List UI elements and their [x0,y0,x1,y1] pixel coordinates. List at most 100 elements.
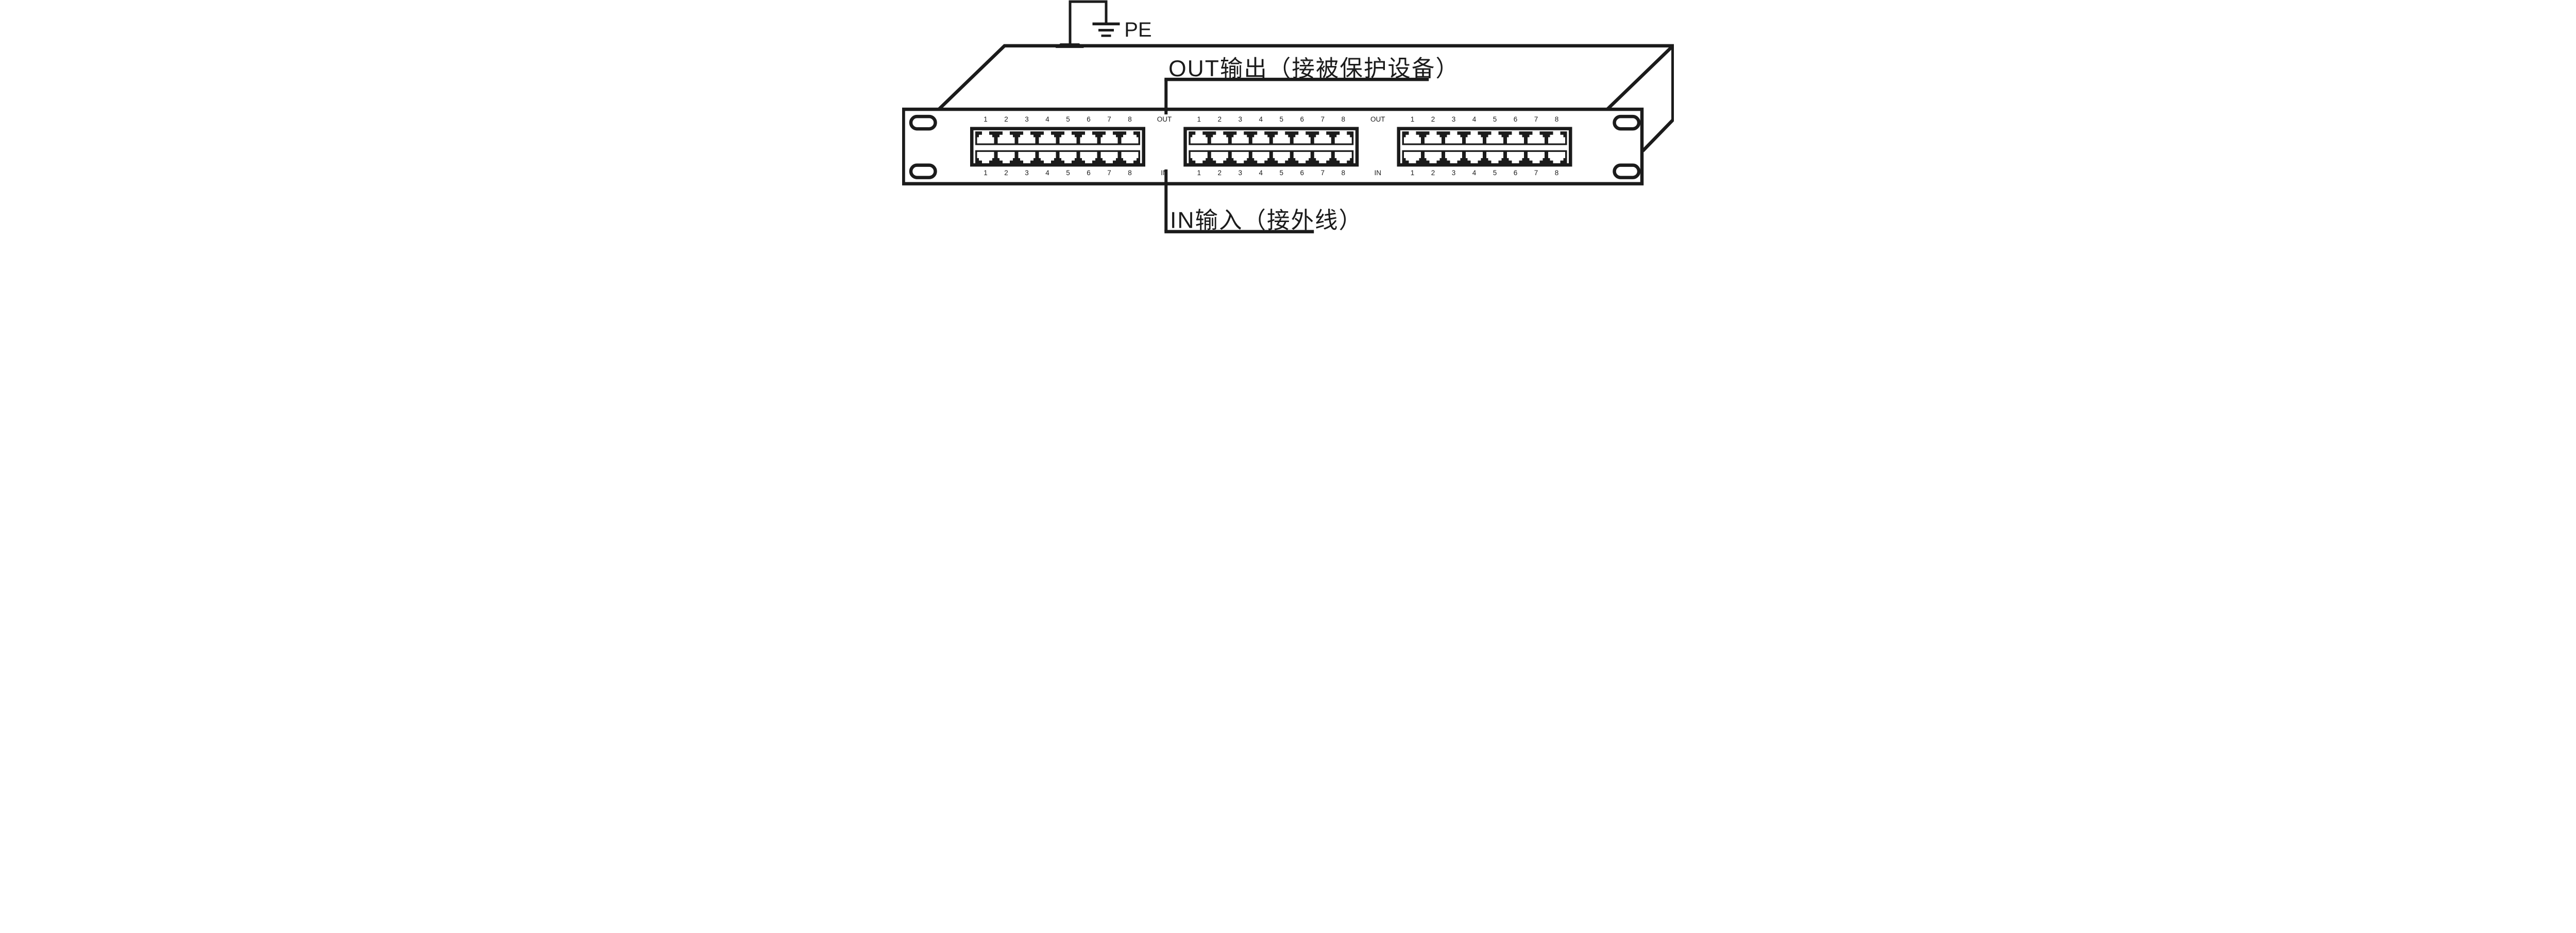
rj45-port-out-2 [1425,131,1442,144]
earth-ground-icon [1092,22,1120,37]
port-number-bottom: 5 [1066,169,1070,177]
rj45-port-in-8 [1334,151,1352,164]
port-group-frame [1183,127,1359,167]
port-number-bottom: 4 [1045,169,1049,177]
rj45-port-out-8 [1334,131,1352,144]
port-number-bottom: 8 [1341,169,1345,177]
out-callout-underline [1164,77,1429,81]
port-number-bottom: 5 [1279,169,1283,177]
rj45-port-in-5 [1273,151,1290,164]
port-number-bottom: 2 [1217,169,1222,177]
rj45-port-out-3 [1445,131,1462,144]
chassis-top-face-right-edge [1606,44,1674,111]
rj45-port-in-3 [1231,151,1249,164]
rj45-port-in-1 [1404,151,1421,164]
port-number-bottom: 8 [1128,169,1132,177]
row-label-out-1: OUT [1157,115,1172,123]
rj45-port-in-8 [1548,151,1565,164]
in-callout: IN输入（接外线） [1164,169,1363,233]
port-number-top: 1 [984,115,988,123]
rj45-port-out-4 [1039,131,1056,144]
port-number-top: 8 [1555,115,1559,123]
out-callout: OUT输出（接被保护设备） [1164,56,1460,115]
front-panel [902,107,1644,185]
rj45-port-out-5 [1486,131,1503,144]
out-callout-text: OUT输出（接被保护设备） [1168,56,1460,81]
row-label-in-2: IN [1375,169,1382,177]
port-number-bottom: 7 [1320,169,1325,177]
rj45-port-out-5 [1059,131,1077,144]
rj45-port-in-4 [1039,151,1056,164]
rj45-port-out-8 [1548,131,1565,144]
pe-label: PE [1124,19,1151,41]
rj45-port-in-5 [1059,151,1077,164]
port-number-top: 1 [1197,115,1201,123]
rj45-port-out-8 [1121,131,1139,144]
mounting-slot-left-top [909,114,937,131]
port-number-bottom: 5 [1493,169,1497,177]
rj45-port-out-7 [1528,131,1545,144]
rj45-port-out-5 [1273,131,1290,144]
rj45-port-out-4 [1466,131,1483,144]
port-number-bottom: 1 [1411,169,1415,177]
rj45-port-out-3 [1231,131,1249,144]
port-number-bottom: 3 [1025,169,1029,177]
port-number-bottom: 4 [1259,169,1263,177]
port-number-top: 1 [1411,115,1415,123]
ground-wire [1069,0,1108,45]
rj45-port-out-2 [997,131,1015,144]
rj45-port-out-4 [1252,131,1269,144]
port-number-bottom: 2 [1431,169,1435,177]
port-number-bottom: 6 [1300,169,1304,177]
rj45-port-in-5 [1486,151,1503,164]
rj45-port-out-1 [977,131,994,144]
rj45-port-in-6 [1507,151,1524,164]
mounting-slot-left-bottom [909,163,937,179]
row-label-out-2: OUT [1370,115,1385,123]
port-number-top: 2 [1217,115,1222,123]
port-number-top: 4 [1472,115,1477,123]
rj45-port-in-7 [1528,151,1545,164]
port-number-bottom: 3 [1452,169,1456,177]
port-group-frame [970,127,1145,167]
rj45-port-out-3 [1018,131,1036,144]
port-group-frame [1397,127,1572,167]
port-number-top: 2 [1004,115,1008,123]
port-number-bottom: 2 [1004,169,1008,177]
rj45-port-out-7 [1314,131,1331,144]
rj45-port-out-7 [1100,131,1118,144]
port-number-top: 3 [1452,115,1456,123]
row-label-in-1: IN [1161,169,1168,177]
in-callout-text: IN输入（接外线） [1170,208,1363,233]
surge-protector-panel-diagram: PE OUT输出（接被保护设备） IN输入（接外线） 1 1 2 2 3 3 4 4 5 5 6 6 7… [902,0,1674,233]
in-callout-underline [1164,230,1314,233]
ground-lug-pad [1055,43,1084,48]
rj45-port-in-1 [1190,151,1208,164]
rj45-port-in-4 [1466,151,1483,164]
rj45-port-in-8 [1121,151,1139,164]
rj45-port-out-1 [1404,131,1421,144]
port-number-top: 8 [1341,115,1345,123]
mounting-slot-right-top [1613,114,1641,131]
rj45-port-in-3 [1445,151,1462,164]
rj45-port-in-7 [1100,151,1118,164]
port-number-top: 3 [1238,115,1242,123]
port-number-bottom: 6 [1514,169,1518,177]
rj45-port-in-3 [1018,151,1036,164]
rj45-port-out-6 [1507,131,1524,144]
port-number-top: 5 [1279,115,1283,123]
port-number-top: 4 [1045,115,1049,123]
rj45-port-in-2 [1211,151,1228,164]
port-number-bottom: 3 [1238,169,1242,177]
port-number-bottom: 1 [1197,169,1201,177]
rj45-port-out-2 [1211,131,1228,144]
rj45-port-out-6 [1293,131,1311,144]
rj45-port-out-1 [1190,131,1208,144]
port-number-bottom: 4 [1472,169,1477,177]
rj45-port-out-6 [1080,131,1097,144]
rj45-port-in-1 [977,151,994,164]
port-number-bottom: 7 [1107,169,1111,177]
